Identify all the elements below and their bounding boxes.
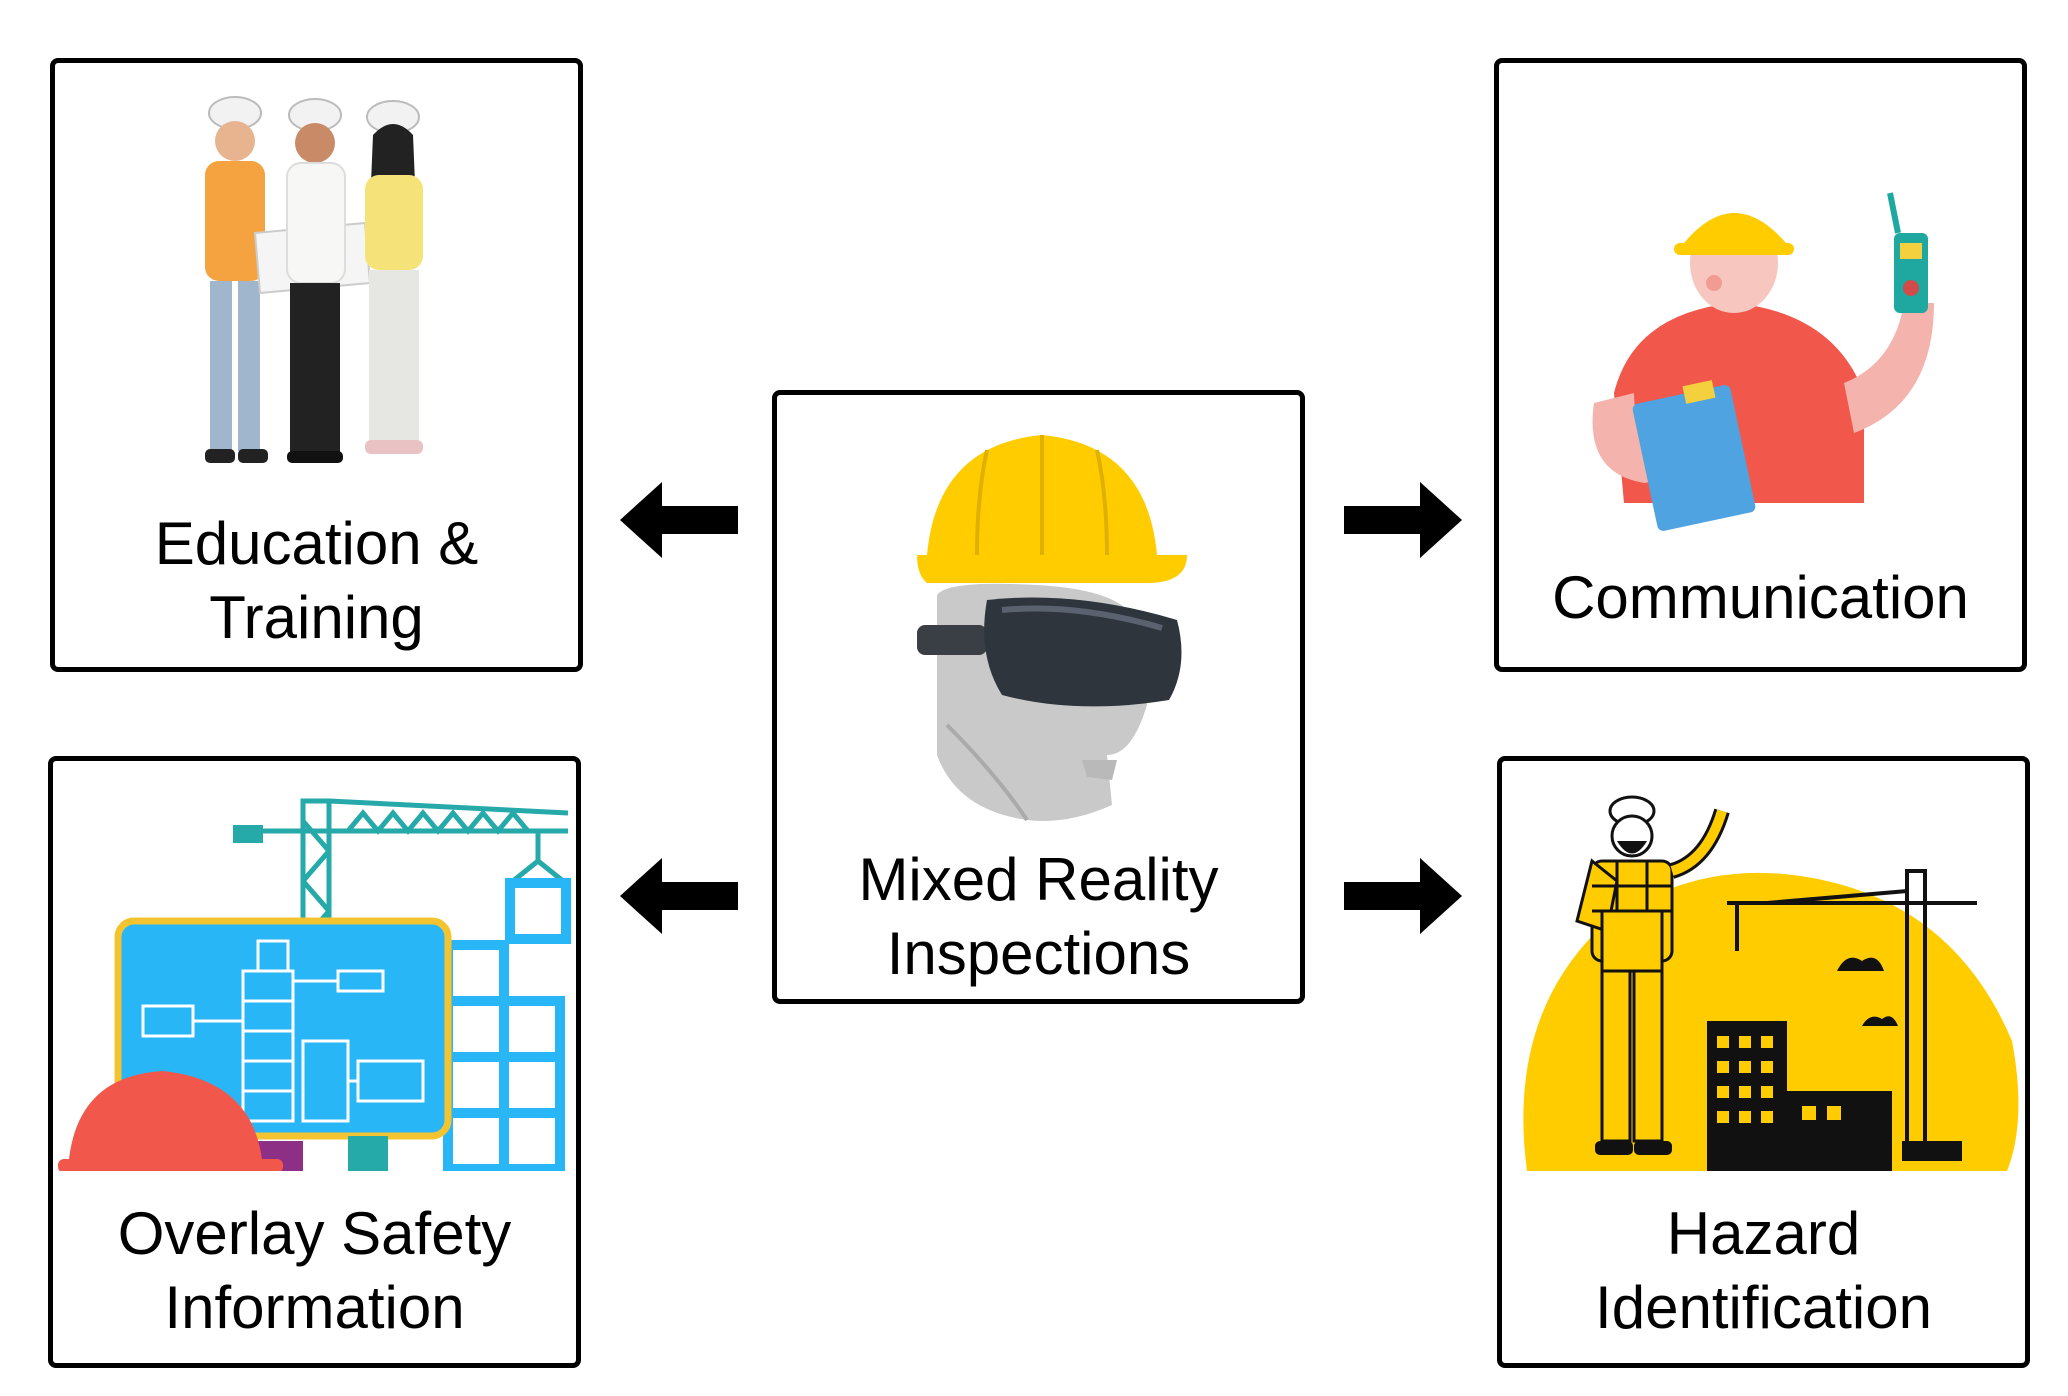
education-training-label: Education & Training bbox=[154, 510, 479, 651]
hazard-identification-card: Hazard Identification bbox=[1497, 756, 2030, 1368]
mixed-reality-card: Mixed Reality Inspections bbox=[772, 390, 1305, 1004]
mixed-reality-label: Mixed Reality Inspections bbox=[858, 846, 1219, 987]
worker-site-hazard-icon bbox=[1507, 791, 2025, 1181]
blueprint-crane-icon bbox=[58, 791, 576, 1171]
hazard-identification-label: Hazard Identification bbox=[1595, 1200, 1932, 1341]
communication-card: Communication bbox=[1494, 58, 2027, 672]
arrow-right-top bbox=[1342, 482, 1462, 558]
arrow-right-bottom bbox=[1342, 858, 1462, 934]
arrow-left-bottom bbox=[620, 858, 740, 934]
overlay-safety-label: Overlay Safety Information bbox=[117, 1200, 512, 1341]
walkie-talkie-worker-icon bbox=[1554, 173, 1984, 563]
communication-label: Communication bbox=[1552, 564, 1969, 631]
construction-team-icon bbox=[165, 83, 465, 503]
overlay-safety-card: Overlay Safety Information bbox=[48, 756, 581, 1368]
arrow-left-top bbox=[620, 482, 740, 558]
vr-headset-hardhat-icon bbox=[907, 425, 1197, 835]
education-training-card: Education & Training bbox=[50, 58, 583, 672]
